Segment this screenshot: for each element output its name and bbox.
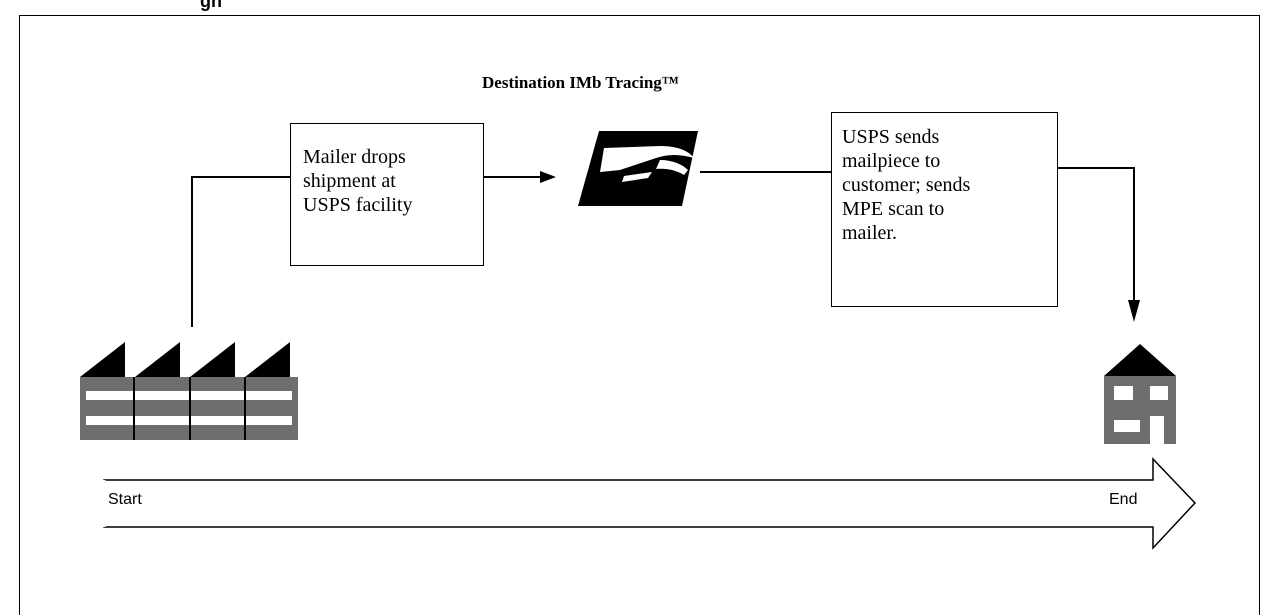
timeline-start-label: Start — [108, 491, 142, 508]
arrowhead-to-usps — [540, 171, 556, 183]
step-box-usps-sends: USPS sends mailpiece to customer; sends … — [831, 112, 1058, 307]
step-text-line: mailpiece to — [842, 150, 941, 172]
timeline-arrow — [102, 457, 1197, 550]
step-text-line: USPS facility — [303, 194, 413, 216]
house-icon — [1104, 344, 1176, 444]
step-text-line: MPE scan to — [842, 198, 945, 220]
factory-icon — [80, 342, 298, 440]
step-text-line: Mailer drops — [303, 146, 406, 168]
usps-eagle-logo-icon — [578, 131, 698, 206]
arrowhead-to-house — [1128, 300, 1140, 322]
step-text-line: mailer. — [842, 222, 897, 244]
diagram-title: Destination IMb Tracing™ — [482, 73, 679, 92]
frame-border — [19, 15, 1260, 615]
step-text-line: shipment at — [303, 170, 396, 192]
step-text-line: customer; sends — [842, 174, 971, 196]
clipped-heading: gn — [200, 0, 222, 11]
connector-factory-to-drop — [191, 176, 290, 327]
connector-send-to-house — [1058, 167, 1135, 300]
timeline-end-label: End — [1109, 491, 1138, 508]
step-text-line: USPS sends — [842, 126, 940, 148]
step-box-mailer-drop: Mailer drops shipment at USPS facility — [290, 123, 484, 266]
